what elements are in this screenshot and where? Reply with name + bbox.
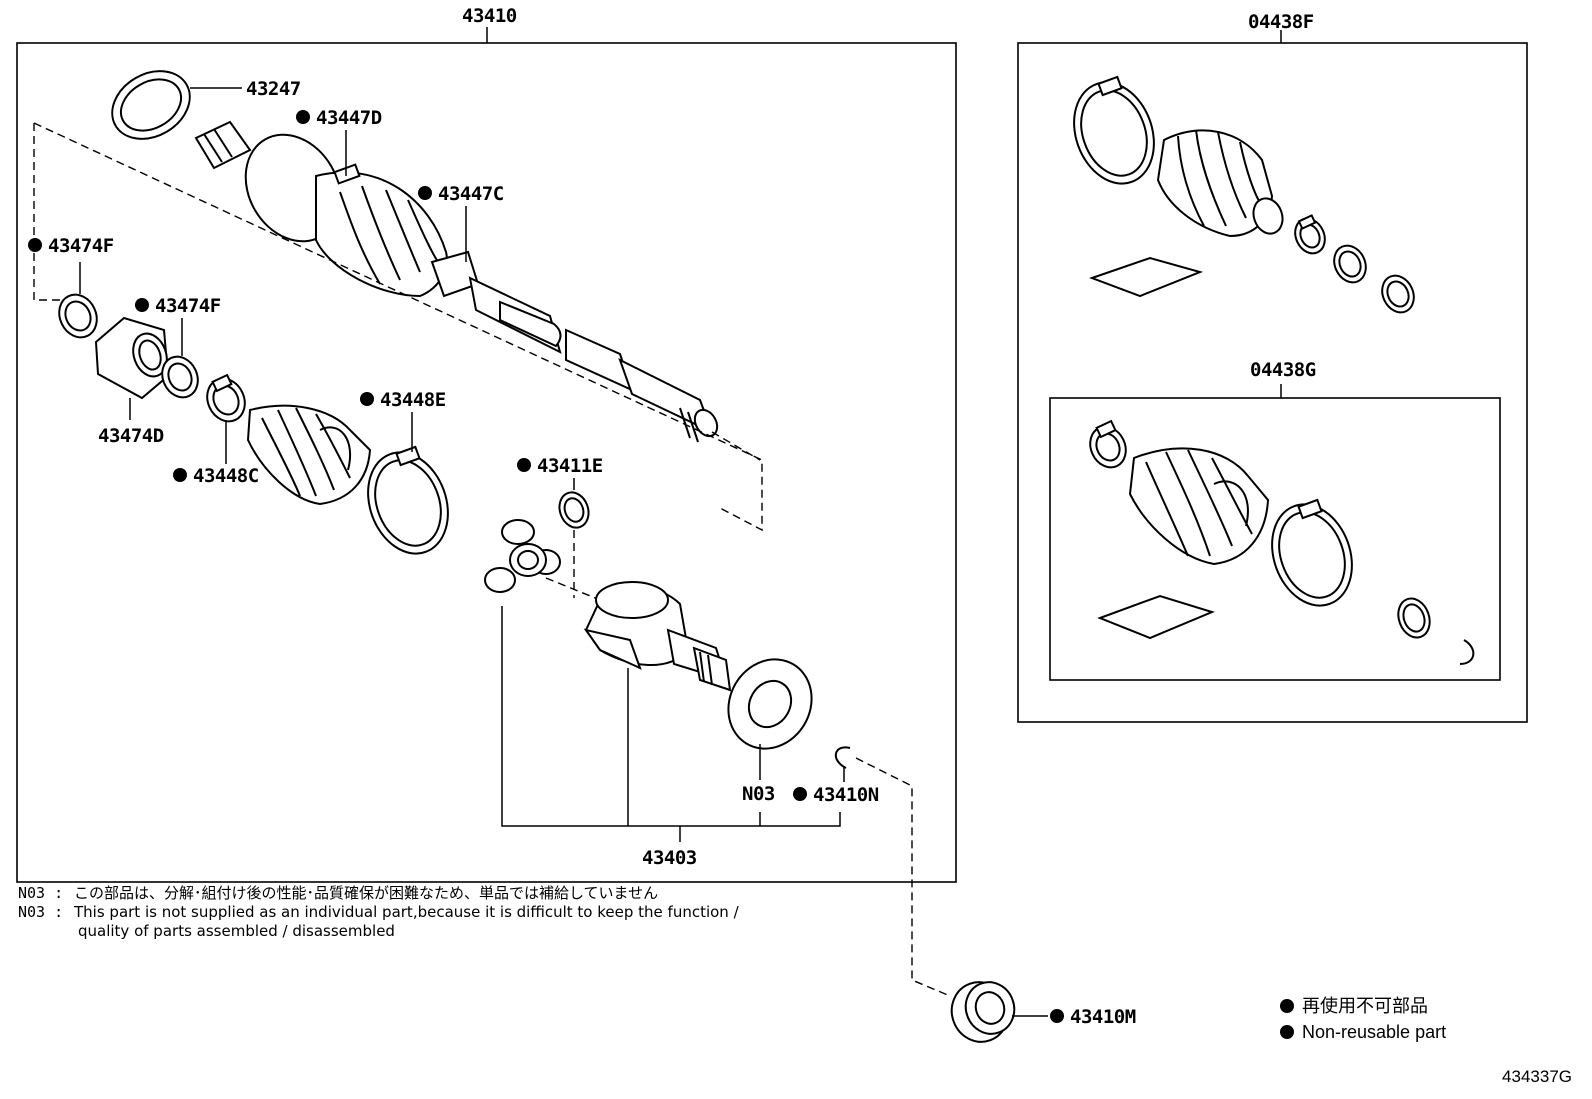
drawing-number: 434337G: [1502, 1067, 1572, 1086]
inboard-joint-housing: [583, 581, 732, 692]
label-N03: N03: [742, 783, 775, 805]
kit-frame-04438G: [1049, 397, 1501, 681]
legend-text: Non-reusable part: [1302, 1022, 1447, 1042]
label-kit-04438F: 04438F: [1248, 11, 1314, 33]
footnote-en: N03 : This part is not supplied as an ind…: [18, 903, 739, 922]
snap-ring-43474F-right: [161, 355, 199, 399]
label-43474F-right: 43474F: [155, 295, 221, 317]
label-43448E: 43448E: [380, 389, 446, 411]
boot-clamp-43448C: [206, 373, 246, 423]
footnote-text: この部品は、分解･組付け後の性能･品質確保が困難なため、単品では補給していません: [74, 884, 659, 902]
tripod-joint: [484, 519, 561, 593]
oil-seal-43410M: [950, 981, 1016, 1043]
label-43247: 43247: [246, 78, 301, 100]
non-reusable-dot-icon: [296, 110, 310, 124]
non-reusable-dot-icon: [173, 468, 187, 482]
label-43447C: 43447C: [438, 183, 504, 205]
label-kit-04438G: 04438G: [1250, 359, 1316, 381]
non-reusable-dot-icon: [135, 298, 149, 312]
filled-circle-icon: [1280, 999, 1294, 1013]
label-43447D: 43447D: [316, 107, 382, 129]
snap-ring-43474F-left: [58, 293, 98, 339]
boot-clamp-43448E: [367, 445, 449, 555]
footnote-code: N03 :: [18, 884, 64, 902]
snap-ring-43411E: [558, 491, 590, 529]
footnote-code: N03 :: [18, 903, 64, 921]
legend: 再使用不可部品 Non-reusable part: [1280, 993, 1446, 1045]
damper-43474D: [94, 316, 170, 400]
kit-04438F-parts: [1073, 75, 1415, 314]
filled-circle-icon: [1280, 1025, 1294, 1039]
label-43474F-left: 43474F: [48, 235, 114, 257]
label-assembly-43410: 43410: [462, 5, 517, 27]
footnote-en-continued: quality of parts assembled / disassemble…: [18, 922, 739, 941]
assembly-frame-43410: [16, 42, 957, 883]
non-reusable-dot-icon: [28, 238, 42, 252]
legend-text: 再使用不可部品: [1302, 996, 1428, 1016]
non-reusable-dot-icon: [418, 186, 432, 200]
non-reusable-dot-icon: [360, 392, 374, 406]
label-43410M: 43410M: [1070, 1006, 1136, 1028]
footnote-text: This part is not supplied as an individu…: [74, 903, 739, 921]
kit-04438G-parts: [1089, 419, 1475, 665]
label-43411E: 43411E: [537, 455, 603, 477]
non-reusable-dot-icon: [517, 458, 531, 472]
footnotes: N03 : この部品は、分解･組付け後の性能･品質確保が困難なため、単品では補給し…: [18, 884, 739, 941]
non-reusable-dot-icon: [793, 787, 807, 801]
kit-frame-04438F: [1017, 42, 1528, 723]
dust-seal-43247: [111, 70, 191, 140]
legend-item-jp: 再使用不可部品: [1280, 993, 1446, 1019]
inboard-boot: [246, 404, 372, 506]
footnote-jp: N03 : この部品は、分解･組付け後の性能･品質確保が困難なため、単品では補給し…: [18, 884, 739, 903]
footnote-text: quality of parts assembled / disassemble…: [78, 922, 395, 940]
non-reusable-dot-icon: [1050, 1009, 1064, 1023]
label-43403: 43403: [642, 847, 697, 869]
legend-item-en: Non-reusable part: [1280, 1019, 1446, 1045]
outboard-joint-and-shaft: [194, 120, 719, 443]
washer-N03: [727, 658, 813, 750]
label-43474D: 43474D: [98, 425, 164, 447]
clip-43410N: [835, 746, 851, 769]
label-43448C: 43448C: [193, 465, 259, 487]
label-43410N: 43410N: [813, 784, 879, 806]
